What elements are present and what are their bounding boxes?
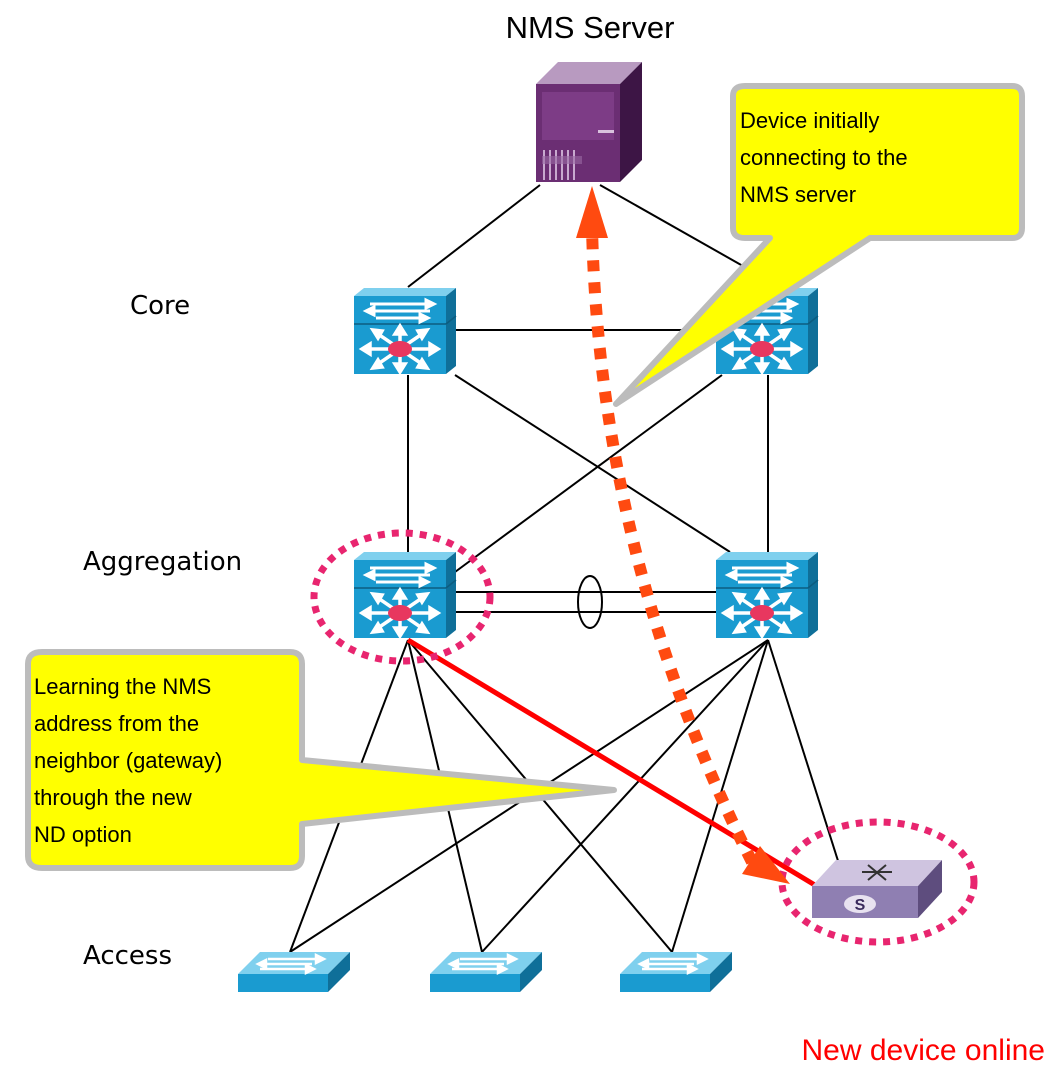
arrowhead-to-server — [576, 186, 608, 238]
callout-initial-line-2: connecting to the — [740, 145, 908, 170]
initial-connection-arrow — [586, 227, 758, 865]
new-switch-icon: S — [812, 860, 942, 918]
aggregation-switch-right-icon — [714, 550, 820, 640]
tier-label-access: Access — [83, 941, 172, 971]
new-device-badge: S — [855, 897, 866, 914]
link-aggregation-bundle — [577, 575, 603, 629]
gateway-highlight — [310, 529, 494, 665]
callout-initial-line-3: NMS server — [740, 182, 856, 207]
access-switch-1-icon — [236, 950, 352, 994]
svg-text:Learning the NMS address: Learning the NMS address from the neighb… — [34, 674, 228, 847]
callout-learning-line-4: through the new — [34, 785, 192, 810]
callout-nd-learning: Learning the NMS address from the neighb… — [25, 649, 617, 871]
link-server-core-right — [599, 184, 751, 271]
diagram-title: NMS Server — [506, 10, 675, 45]
tier-label-core: Core — [130, 291, 190, 321]
arrowhead-to-device — [742, 846, 790, 884]
core-switch-left-icon — [352, 286, 458, 376]
aggregation-switch-left-icon — [352, 550, 458, 640]
new-device-label: New device online — [802, 1034, 1045, 1067]
nd-learning-path — [406, 637, 850, 908]
callout-initial-line-1: Device initially — [740, 108, 879, 133]
callout-initial-connection: Device initially connecting to the NMS s… — [613, 83, 1025, 407]
callout-learning-line-5: ND option — [34, 822, 132, 847]
svg-text:Device initially connect: Device initially connecting to the NMS s… — [740, 108, 914, 207]
callout-learning-line-2: address from the — [34, 711, 199, 736]
callout-learning-line-3: neighbor (gateway) — [34, 748, 222, 773]
link-server-core-left — [407, 184, 541, 288]
link-core-left-agg-right — [454, 374, 731, 553]
link-core-right-agg-left — [454, 374, 723, 573]
tier-label-aggregation: Aggregation — [83, 547, 242, 577]
link-aggR-acc2 — [481, 639, 769, 953]
callout-learning-line-1: Learning the NMS — [34, 674, 211, 699]
access-switch-3-icon — [618, 950, 734, 994]
new-device-highlight — [778, 818, 978, 946]
server-icon — [536, 62, 642, 182]
access-switch-2-icon — [428, 950, 544, 994]
